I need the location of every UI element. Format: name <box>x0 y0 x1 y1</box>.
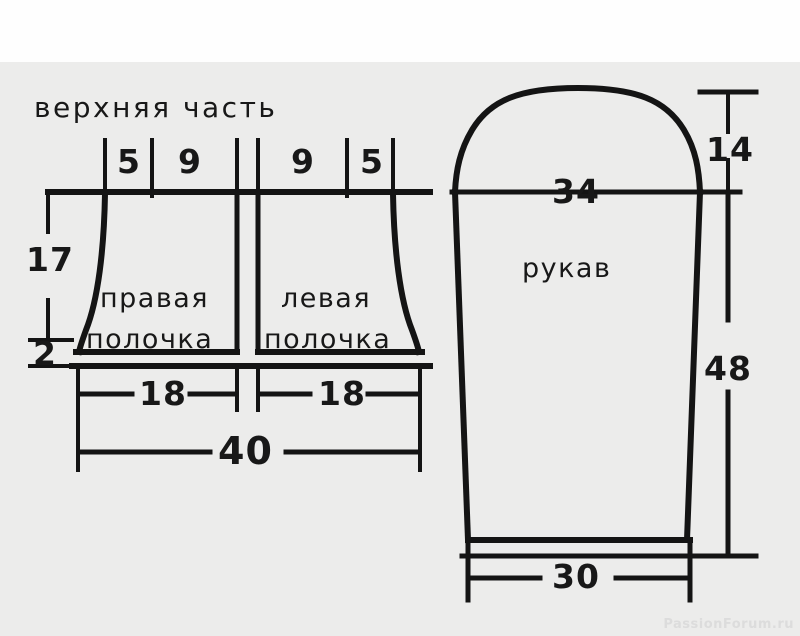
dim-half-width-left: 18 <box>318 374 366 413</box>
dim-sleeve-cap-width: 34 <box>552 172 600 211</box>
dim-half-width-right: 18 <box>139 374 187 413</box>
dim-body-height: 17 <box>26 240 74 279</box>
right-front-armhole-curve <box>75 190 109 356</box>
dim-hem-height: 2 <box>33 334 57 373</box>
dim-sleeve-cap-height: 14 <box>706 130 754 169</box>
dim-top-segment-2: 9 <box>178 142 202 181</box>
watermark: PassionForum.ru <box>663 617 794 632</box>
diagram-title: верхняя часть <box>34 91 278 124</box>
sleeve-cap-curve <box>451 84 704 196</box>
sleeve-label: рукав <box>522 253 612 284</box>
right-front-label-line2: полочка <box>86 324 214 355</box>
dim-top-segment-4: 5 <box>360 142 384 181</box>
sleeve-left-seam <box>451 188 472 544</box>
dim-top-segment-1: 5 <box>117 142 141 181</box>
left-front-label-line1: левая <box>281 283 372 314</box>
dim-sleeve-length: 48 <box>704 349 752 388</box>
left-front-armhole-curve <box>389 190 423 356</box>
dim-sleeve-cuff-width: 30 <box>552 557 600 596</box>
left-front-label-line2: полочка <box>264 324 392 355</box>
dim-top-segment-3: 9 <box>291 142 315 181</box>
sleeve-right-seam <box>683 188 704 544</box>
right-front-label-line1: правая <box>100 283 210 314</box>
dim-total-width: 40 <box>218 429 273 473</box>
